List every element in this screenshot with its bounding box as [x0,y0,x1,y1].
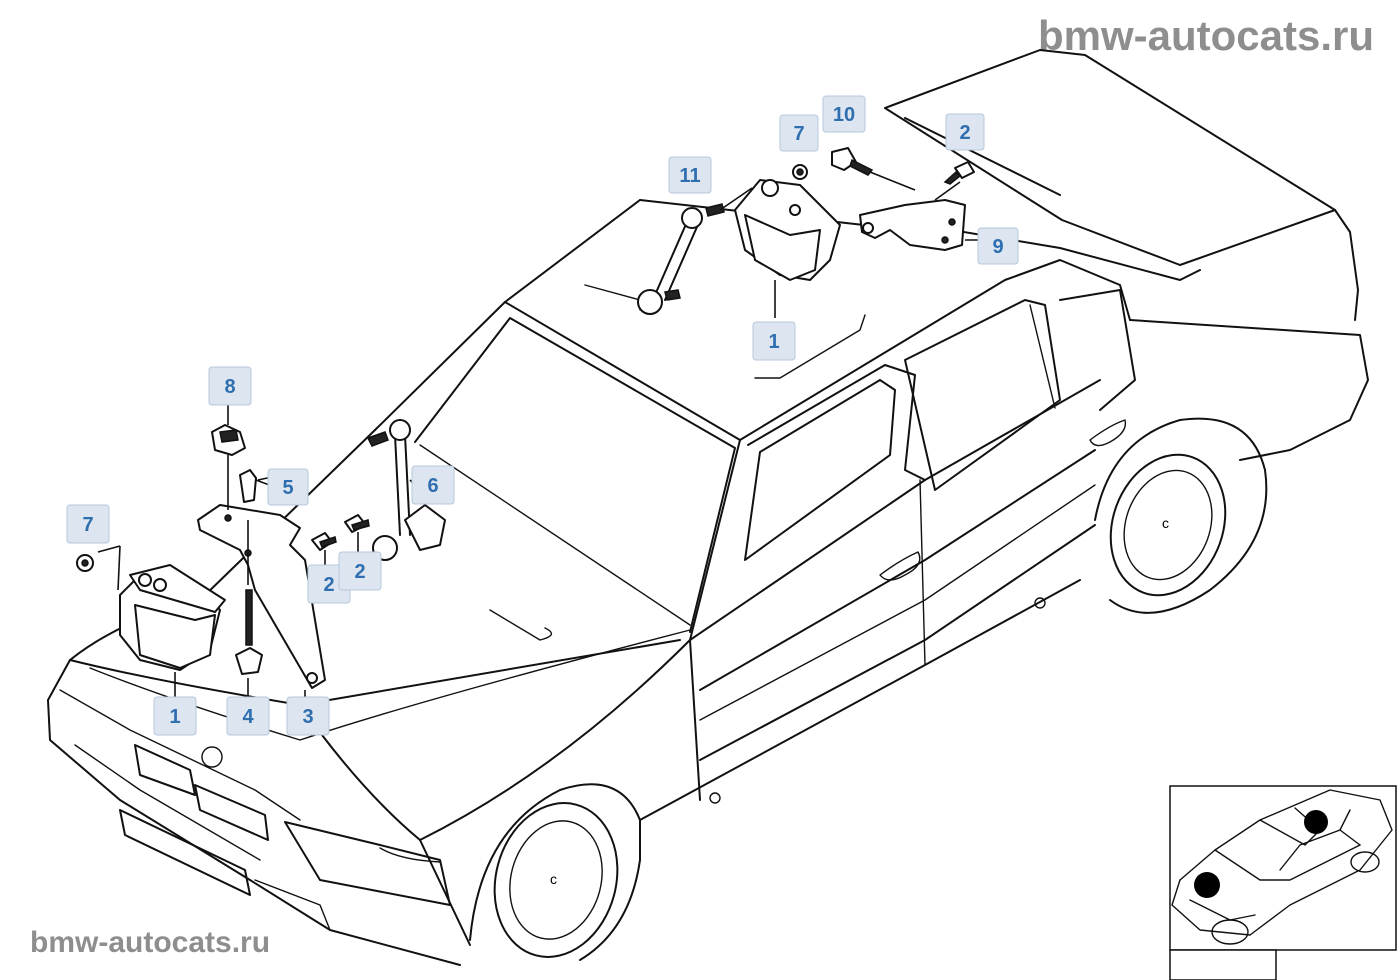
callout-2-rear: 2 [945,113,985,151]
svg-text:9: 9 [992,236,1003,258]
locator-dot-front [1194,872,1220,898]
svg-text:5: 5 [282,477,293,499]
callout-1-rear: 1 [752,321,796,361]
rear-sensor-assembly [637,147,984,318]
callout-3: 3 [286,696,330,736]
callout-9: 9 [977,227,1019,265]
svg-text:8: 8 [224,376,235,398]
svg-text:1: 1 [768,331,779,353]
svg-text:11: 11 [679,165,700,187]
svg-text:7: 7 [82,514,93,536]
svg-text:7: 7 [793,123,804,145]
svg-text:c: c [1162,515,1169,531]
svg-text:4: 4 [242,706,254,728]
svg-text:10: 10 [833,104,855,126]
callout-11: 11 [668,156,712,194]
svg-text:2: 2 [354,561,365,583]
callout-8: 8 [208,366,252,406]
callout-10: 10 [822,95,866,133]
locator-thumbnail [1169,785,1397,951]
svg-text:6: 6 [427,475,438,497]
callout-7-front: 7 [66,504,110,544]
callout-4: 4 [226,696,270,736]
callout-7-rear: 7 [779,114,819,152]
svg-text:c: c [550,871,557,887]
callout-6: 6 [411,465,455,505]
svg-text:3: 3 [302,706,313,728]
svg-text:2: 2 [323,574,334,596]
watermark-top: bmw-autocats.ru [1037,12,1374,59]
callout-1-front: 1 [153,696,197,736]
watermark-bottom: bmw-autocats.ru [30,926,271,959]
svg-text:2: 2 [959,122,970,144]
callout-5: 5 [267,468,309,506]
car-outline: c c [47,49,1369,966]
callout-2-front-b: 2 [338,551,382,591]
locator-tab [1169,949,1277,980]
locator-dot-rear [1304,810,1328,834]
front-sensor-assembly [76,400,446,700]
svg-text:1: 1 [169,706,180,728]
